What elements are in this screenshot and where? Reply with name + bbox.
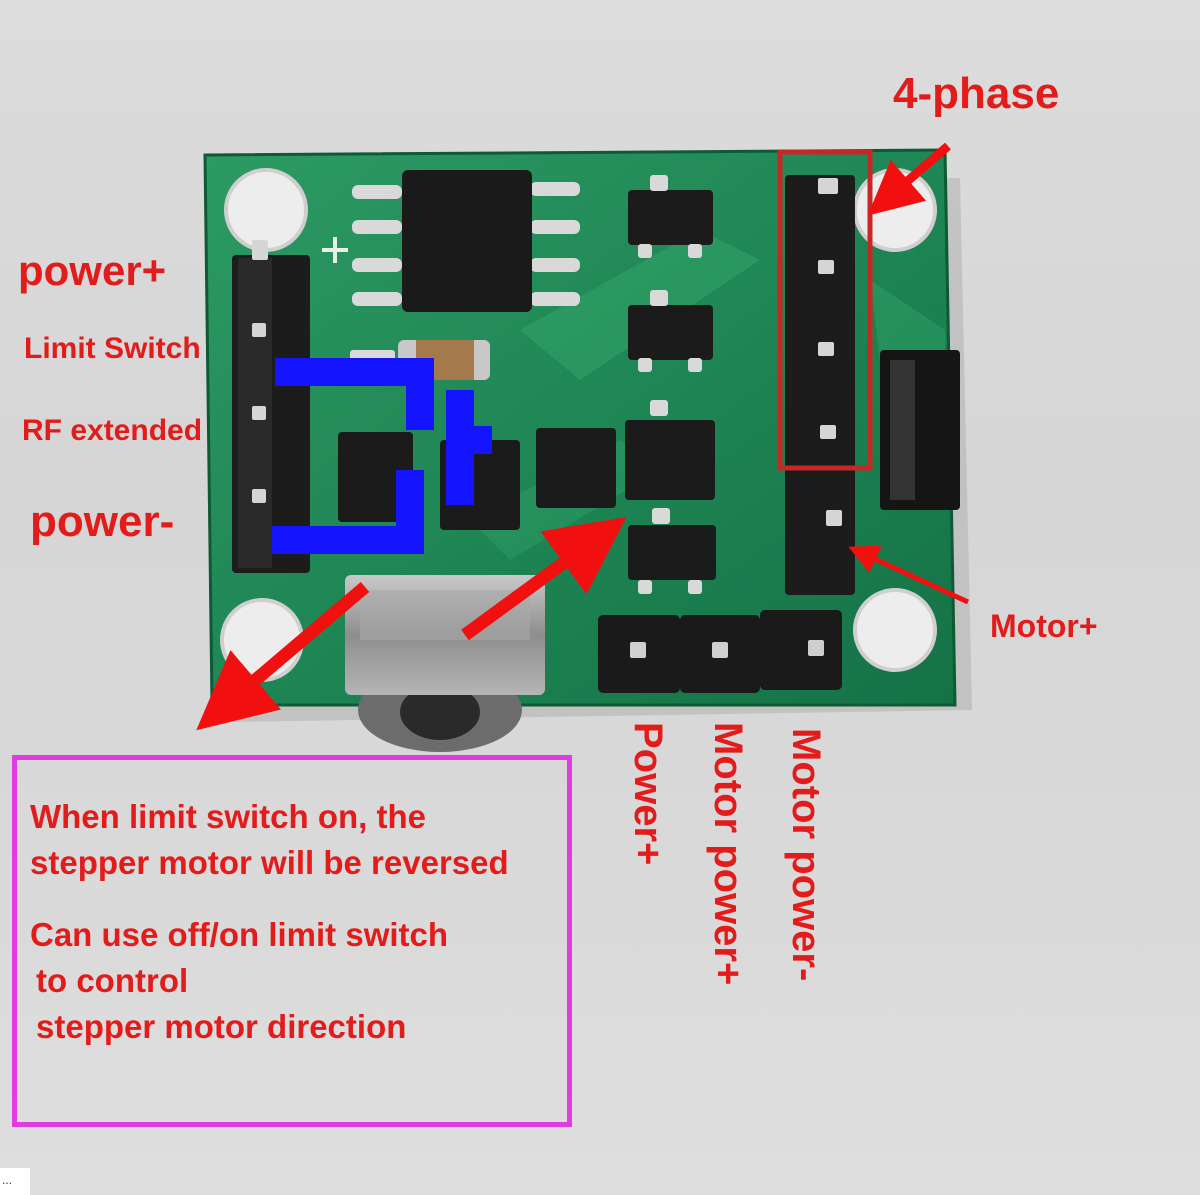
note-line: Can use off/on limit switch bbox=[30, 916, 449, 953]
note-line: stepper motor will be reversed bbox=[30, 844, 509, 881]
four-phase-label: 4-phase bbox=[893, 69, 1060, 118]
ic-chip bbox=[352, 170, 580, 312]
mounting-hole bbox=[853, 588, 937, 672]
corner-ellipsis: ... bbox=[0, 1168, 30, 1195]
bottom-headers bbox=[598, 610, 842, 693]
note-line: stepper motor direction bbox=[36, 1008, 407, 1045]
right-header bbox=[785, 175, 855, 595]
blue-marking bbox=[272, 358, 492, 554]
motor-plus-label: Motor+ bbox=[990, 608, 1098, 644]
mounting-hole bbox=[853, 168, 937, 252]
vertical-motor-power-plus-label: Motor power+ bbox=[706, 722, 750, 986]
pcb-board bbox=[203, 148, 957, 707]
note-box bbox=[12, 755, 572, 1127]
note-line: When limit switch on, the bbox=[30, 798, 426, 835]
red-arrows bbox=[196, 142, 970, 731]
power-plus-label: power+ bbox=[18, 247, 167, 294]
vertical-power-plus-label: Power+ bbox=[626, 722, 670, 866]
rf-extended-label: RF extended bbox=[22, 414, 203, 447]
vertical-motor-power-minus-label: Motor power- bbox=[784, 728, 828, 982]
mounting-hole bbox=[224, 168, 308, 252]
four-phase-highlight bbox=[777, 149, 873, 471]
left-header bbox=[232, 240, 310, 573]
power-minus-label: power- bbox=[30, 497, 175, 546]
limit-switch-label: Limit Switch bbox=[24, 332, 201, 365]
ir-receiver bbox=[345, 575, 545, 752]
note-line: to control bbox=[36, 962, 189, 999]
